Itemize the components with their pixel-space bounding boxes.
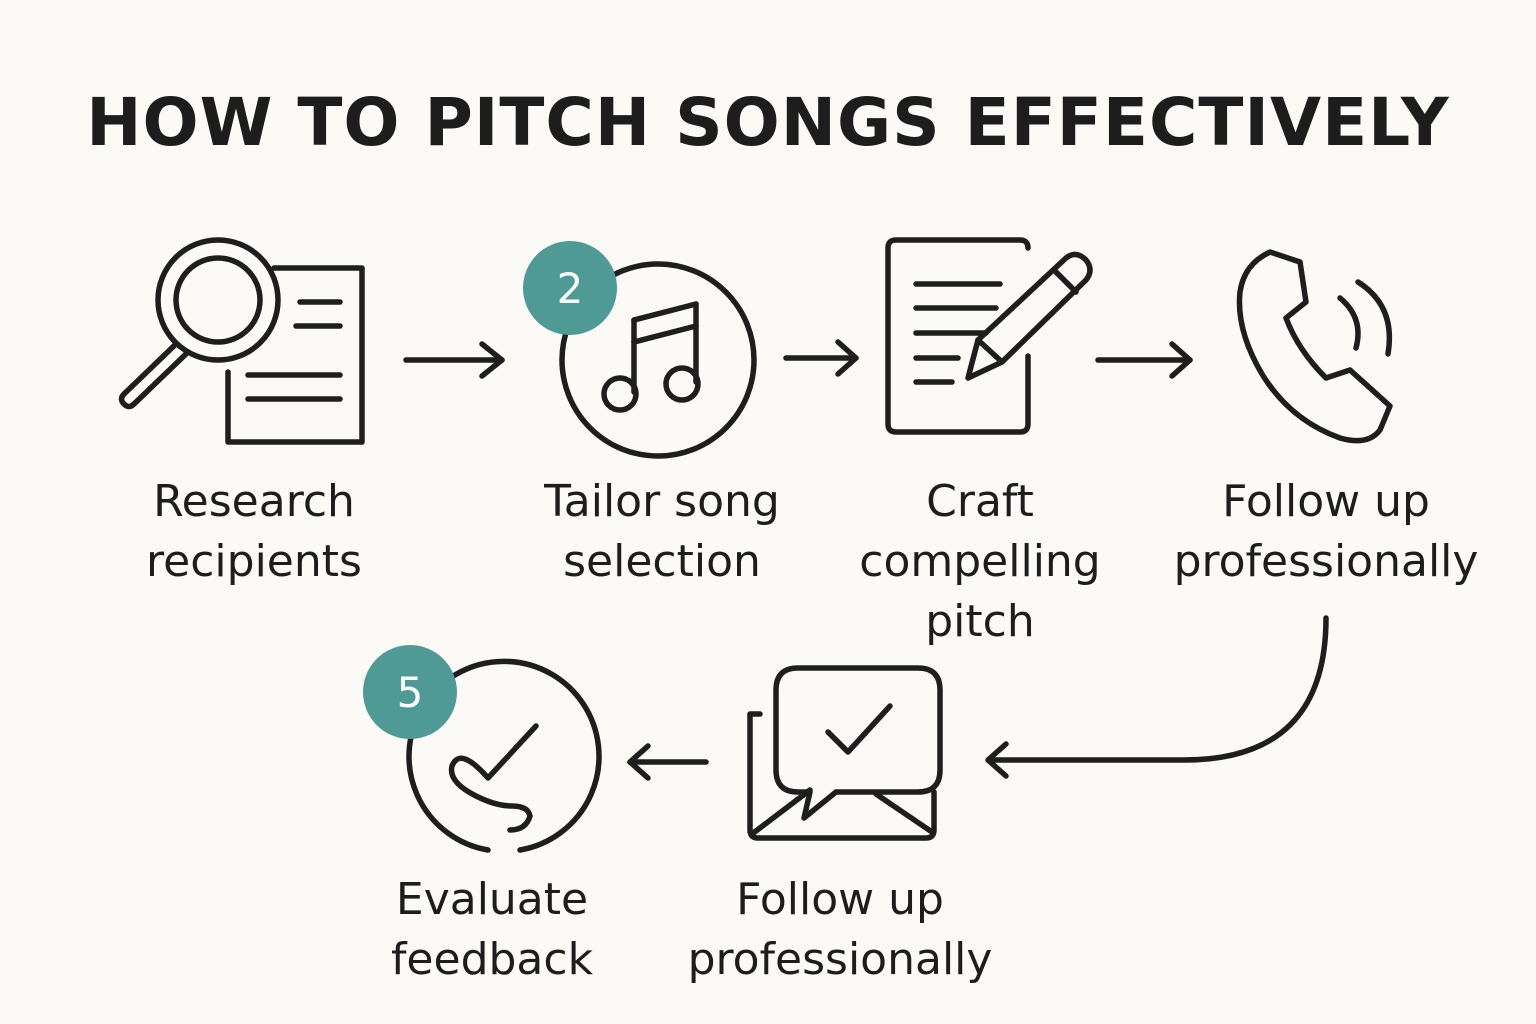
- step-2-badge: 2: [523, 241, 617, 335]
- step-label-research: Research recipients: [146, 476, 362, 587]
- envelope-chat-check-icon: [747, 665, 943, 841]
- step-label-follow-up-2: Follow up professionally: [687, 874, 993, 985]
- step-5-badge-number: 5: [397, 668, 424, 717]
- step-label-craft: Craft compelling pitch: [859, 476, 1101, 647]
- music-note-circle-icon: [559, 261, 757, 459]
- arrow-step3-to-step4: [1095, 341, 1193, 379]
- step-label-tailor: Tailor song selection: [544, 476, 780, 587]
- check-circle-icon: [406, 658, 602, 853]
- arrow-step1-to-step2: [403, 341, 505, 379]
- document-pencil-icon: [885, 237, 1093, 435]
- arrow-step2-to-step3: [783, 339, 859, 377]
- phone-icon: [1236, 249, 1393, 444]
- step-2-badge-number: 2: [557, 264, 584, 313]
- magnifier-document-icon: [118, 237, 365, 445]
- page-title: HOW TO PITCH SONGS EFFECTIVELY: [86, 84, 1450, 161]
- step-5-badge: 5: [363, 645, 457, 739]
- step-label-follow-up-1: Follow up professionally: [1173, 476, 1479, 587]
- arrow-step4-to-step5: [985, 615, 1329, 779]
- step-label-evaluate: Evaluate feedback: [390, 874, 594, 985]
- arrow-step5-to-step6: [627, 743, 709, 781]
